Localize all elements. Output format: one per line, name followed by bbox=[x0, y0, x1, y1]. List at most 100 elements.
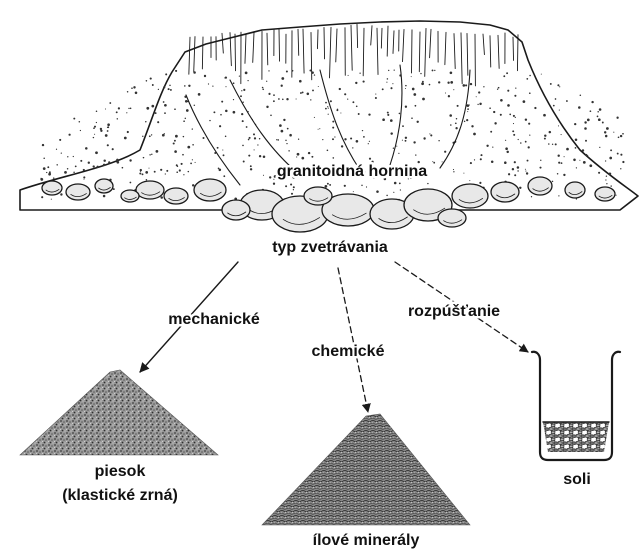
debris-dot bbox=[297, 153, 300, 156]
debris-dot bbox=[515, 117, 516, 118]
debris-dot bbox=[505, 140, 506, 141]
debris-dot bbox=[470, 83, 472, 85]
debris-dot bbox=[327, 149, 329, 151]
debris-dot bbox=[574, 123, 576, 125]
debris-dot bbox=[190, 163, 192, 165]
debris-dot bbox=[528, 146, 530, 148]
debris-dot bbox=[411, 76, 412, 77]
debris-dot bbox=[558, 155, 560, 157]
cliff-striation bbox=[430, 29, 431, 57]
debris-dot bbox=[347, 99, 348, 100]
debris-dot bbox=[93, 137, 94, 138]
debris-dot bbox=[302, 91, 304, 93]
debris-dot bbox=[497, 89, 498, 90]
debris-dot bbox=[620, 154, 622, 156]
debris-dot bbox=[368, 143, 369, 144]
debris-dot bbox=[165, 173, 166, 174]
debris-dot bbox=[287, 128, 289, 130]
debris-dot bbox=[450, 72, 453, 75]
debris-dot bbox=[300, 92, 302, 94]
debris-dot bbox=[154, 171, 156, 173]
debris-dot bbox=[609, 172, 612, 175]
debris-dot bbox=[606, 183, 607, 184]
debris-dot bbox=[192, 128, 193, 129]
debris-dot bbox=[80, 130, 81, 131]
debris-dot bbox=[299, 80, 302, 83]
debris-dot bbox=[208, 83, 209, 84]
debris-dot bbox=[259, 138, 260, 139]
debris-dot bbox=[617, 153, 619, 155]
sand-product-note: (klastické zrná) bbox=[62, 487, 178, 504]
debris-dot bbox=[112, 148, 114, 150]
debris-dot bbox=[469, 105, 470, 106]
sand-pile-shape bbox=[20, 370, 218, 455]
debris-dot bbox=[328, 108, 329, 109]
debris-dot bbox=[480, 154, 482, 156]
debris-dot bbox=[179, 169, 181, 171]
cliff-striation bbox=[419, 32, 420, 72]
cliff-striation bbox=[189, 37, 190, 74]
debris-dot bbox=[240, 95, 242, 97]
debris-dot bbox=[176, 171, 178, 173]
debris-dot bbox=[219, 169, 222, 172]
debris-dot bbox=[148, 168, 149, 169]
debris-dot bbox=[358, 113, 360, 115]
debris-dot bbox=[513, 134, 515, 136]
debris-dot bbox=[146, 80, 148, 82]
cliff-striation bbox=[235, 34, 236, 71]
debris-dot bbox=[449, 114, 452, 117]
debris-dot bbox=[448, 95, 450, 97]
debris-dot bbox=[152, 84, 154, 86]
debris-dot bbox=[217, 147, 219, 149]
debris-dot bbox=[616, 117, 618, 119]
debris-dot bbox=[506, 151, 508, 153]
debris-dot bbox=[334, 136, 335, 137]
debris-dot bbox=[262, 88, 264, 90]
debris-dot bbox=[185, 100, 188, 103]
debris-dot bbox=[166, 170, 168, 172]
debris-dot bbox=[474, 159, 475, 160]
debris-dot bbox=[529, 134, 530, 135]
debris-dot bbox=[93, 127, 95, 129]
debris-dot bbox=[311, 71, 314, 74]
debris-dot bbox=[453, 89, 454, 90]
debris-dot bbox=[312, 89, 314, 91]
boulder bbox=[452, 184, 488, 208]
debris-dot bbox=[550, 83, 552, 85]
debris-dot bbox=[105, 134, 108, 137]
debris-dot bbox=[477, 104, 478, 105]
debris-dot bbox=[107, 130, 109, 132]
debris-dot bbox=[116, 111, 118, 113]
debris-dot bbox=[620, 135, 622, 137]
debris-dot bbox=[390, 119, 393, 122]
debris-dot bbox=[597, 111, 599, 113]
debris-dot bbox=[584, 127, 587, 130]
debris-dot bbox=[523, 100, 526, 103]
debris-dot bbox=[129, 159, 131, 161]
debris-dot bbox=[187, 146, 190, 149]
debris-dot bbox=[182, 154, 184, 156]
debris-dot bbox=[146, 179, 148, 181]
debris-dot bbox=[555, 143, 557, 145]
debris-dot bbox=[233, 82, 235, 84]
debris-dot bbox=[307, 93, 310, 96]
debris-dot bbox=[42, 144, 44, 146]
debris-dot bbox=[605, 179, 606, 180]
debris-dot bbox=[243, 161, 245, 163]
boulder bbox=[95, 179, 113, 193]
debris-dot bbox=[376, 190, 379, 193]
cliff-striations bbox=[189, 24, 518, 86]
debris-dot bbox=[352, 101, 354, 103]
cliff-striation bbox=[202, 37, 203, 69]
debris-dot bbox=[286, 70, 288, 72]
debris-dot bbox=[352, 147, 353, 148]
debris-dot bbox=[225, 110, 228, 113]
debris-dot bbox=[48, 173, 51, 176]
debris-dot bbox=[573, 159, 576, 162]
debris-dot bbox=[242, 101, 243, 102]
debris-dot bbox=[509, 114, 511, 116]
debris-dot bbox=[41, 196, 43, 198]
debris-dot bbox=[250, 168, 252, 170]
debris-dot bbox=[325, 108, 327, 110]
debris-dot bbox=[402, 125, 404, 127]
